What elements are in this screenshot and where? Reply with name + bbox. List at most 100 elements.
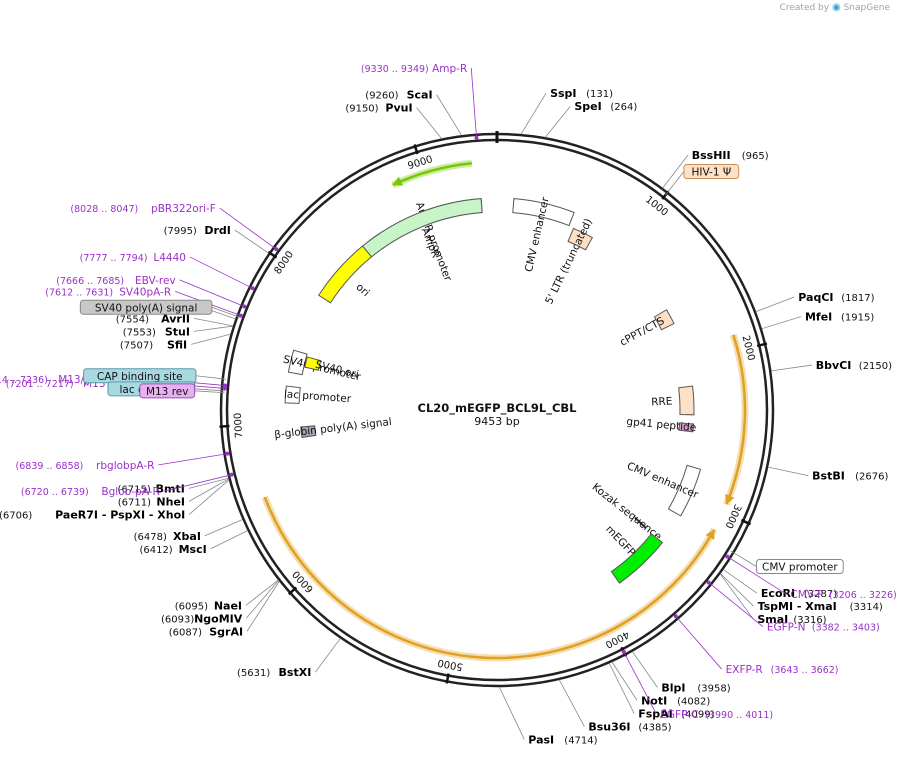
primer-range-amp-r: (9330 .. 9349) [361,64,429,75]
enzyme-site-scai[interactable]: ScaI(9260) [365,89,462,136]
primer-cmv-f[interactable]: CMV-F(3206 .. 3226) [725,554,897,602]
boxed-label-m13-rev[interactable]: M13 rev [139,383,225,399]
boxed-label-text-cmv-promoter: CMV promoter [762,562,838,574]
primer-l4440[interactable]: L4440(7777 .. 7794) [80,252,255,291]
feature-globin-poly-a-signal[interactable]: β-globin poly(A) signal [274,416,393,441]
enzyme-name-naei: NaeI [214,599,242,612]
enzyme-pos-ecori: (3287) [804,589,837,600]
feature-arc-2 [263,496,716,660]
enzyme-site-drdi[interactable]: DrdI(7995) [164,224,269,254]
primer-ebv-rev[interactable]: EBV-rev(7666 .. 7685) [56,275,247,309]
enzyme-site-bsshii[interactable]: BssHII(965) [662,149,769,189]
feature-sv40-ori[interactable]: SV40 ori [304,356,360,381]
enzyme-site-bmti[interactable]: BmtI(6715) [118,477,229,495]
boxed-label-cap-binding-site[interactable]: CAP binding site [83,368,226,384]
enzyme-site-smai[interactable]: SmaI(3316) [719,573,827,626]
enzyme-site-stui[interactable]: StuI(7553) [123,325,234,338]
feature-cppt-cts[interactable]: cPPT/CTS [618,309,675,349]
enzyme-leader-sgrai [246,581,280,632]
primer-range-egfp-n: (3382 .. 3403) [812,623,880,634]
enzyme-pos-ngomiv: (6093) [161,614,194,625]
enzyme-site-blpi[interactable]: BlpI(3958) [632,651,731,695]
enzyme-name-blpi: BlpI [661,681,685,694]
tick-label-7000: 7000 [233,412,245,438]
enzyme-site-sfii[interactable]: SfiI(7507) [120,333,231,351]
enzyme-pos-xbai: (6478) [134,532,167,543]
feature-ori[interactable]: ori [318,245,373,304]
enzyme-site-ecori[interactable]: EcoRI(3287) [723,569,837,601]
boxed-label-box-cmv-promoter [755,559,844,575]
feature-arc-halo-0 [391,159,473,189]
enzyme-leader-fspai [608,663,635,714]
primer-name-amp-r: Amp-R [432,63,467,75]
enzyme-site-paer7i-pspxi-xhoi[interactable]: PaeR7I - PspXI - XhoI(6706) [0,479,230,522]
enzyme-leader-smai [719,573,754,620]
enzyme-site-paqci[interactable]: PaqCI(1817) [755,291,875,312]
plasmid-name: CL20_mEGFP_BCL9L_CBL [418,401,578,416]
primer-egfp-c[interactable]: EGFP-C(3990 .. 4011) [621,649,773,721]
enzyme-name-sspi: SspI [550,87,576,100]
enzyme-site-pasi[interactable]: PasI (4714) [498,686,598,746]
enzyme-site-tspmi-xmai[interactable]: TspMI - XmaI(3314) [720,573,883,614]
primer-leader-l4440 [189,256,255,290]
enzyme-site-sgrai[interactable]: SgrAI(6087) [169,581,280,638]
enzyme-pos-naei: (6095) [175,601,208,612]
enzyme-site-bsu36i[interactable]: Bsu36I(4385) [558,679,672,734]
primer-egfp-n[interactable]: EGFP-N(3382 .. 3403) [706,580,880,634]
feature-cmv-enhancer[interactable]: CMV enhancer [625,460,702,517]
enzyme-pos-bsshii: (965) [742,151,769,162]
feature-label-lac-promoter: lac promoter [284,388,353,405]
enzyme-leader-sspi [520,92,547,135]
snapgene-name: SnapGene [843,3,890,13]
enzyme-pos-msci: (6412) [139,545,172,556]
primer-bglob-pa-r[interactable]: Bglob-pA-R(6720 .. 6739) [21,472,234,499]
enzyme-site-pvui[interactable]: PvuI(9150) [345,102,442,139]
feature-kozak-sequence[interactable]: Kozak sequence [590,481,664,543]
enzyme-pos-paer7i-pspxi-xhoi: (6706) [0,510,32,521]
enzyme-site-nhei[interactable]: NheI(6711) [118,478,229,508]
enzyme-pos-tspmi-xmai: (3314) [850,602,883,613]
enzyme-site-bstbi[interactable]: BstBI(2676) [767,466,889,483]
feature-gp41-peptide[interactable]: gp41 peptide [626,416,697,434]
enzyme-name-bbvci: BbvCI [816,359,852,372]
enzyme-site-ngomiv[interactable]: NgoMIV(6093) [161,580,279,625]
enzyme-leader-spei [545,105,571,138]
primer-marker-rbglobpa-r [225,451,230,456]
enzyme-site-spei[interactable]: SpeI(264) [545,100,637,138]
feature-5-ltr-truncated[interactable]: 5' LTR (truncated) [543,217,595,307]
boxed-label-leader-cap-binding-site [195,375,226,380]
feature-label-gp41-peptide: gp41 peptide [626,416,697,434]
boxed-label-cmv-promoter[interactable]: CMV promoter [730,550,844,575]
primer-rbglobpa-r[interactable]: rbglobpA-R(6839 .. 6858) [16,451,230,472]
enzyme-name-fspai: FspAI [638,707,673,720]
enzyme-site-bstxi[interactable]: BstXI(5631) [237,638,341,679]
primer-range-m13-puc-reverse: (7214 .. 7236) [0,375,48,386]
boxed-label-hiv-1[interactable]: HIV-1 Ψ [665,164,740,196]
enzyme-site-xbai[interactable]: XbaI(6478) [134,519,243,543]
enzyme-site-bbvci[interactable]: BbvCI(2150) [771,359,892,372]
enzyme-site-msci[interactable]: MscI(6412) [139,530,248,556]
primer-pbr322ori-f[interactable]: pBR322ori-F(8028 .. 8047) [70,203,279,252]
enzyme-leader-drdi [234,229,269,254]
primer-amp-r[interactable]: Amp-R(9330 .. 9349) [361,63,479,140]
primer-name-exfp-r: EXFP-R [726,664,763,676]
primer-marker-exfp-r [673,614,678,619]
feature-lac-promoter[interactable]: lac promoter [284,385,353,405]
enzyme-site-naei[interactable]: NaeI (6095) [175,579,279,612]
enzyme-site-fspai[interactable]: FspAI(4099) [608,663,715,720]
feature-label-megfp: mEGFP [603,523,637,558]
enzyme-site-mfei[interactable]: MfeI(1915) [761,311,875,330]
enzyme-pos-bmti: (6715) [118,484,151,495]
feature-rre[interactable]: RRE [651,385,695,416]
enzyme-pos-pasi: (4714) [564,735,597,746]
boxed-label-sv40-poly-a-signal[interactable]: SV40 poly(A) signal [79,299,241,318]
enzyme-pos-sgrai: (6087) [169,627,202,638]
enzyme-site-sspi[interactable]: SspI(131) [520,87,613,135]
primer-exfp-r[interactable]: EXFP-R(3643 .. 3662) [673,614,839,676]
enzyme-leader-blpi [632,651,658,688]
feature-shape-gp41-peptide [678,422,695,433]
enzyme-name-pasi: PasI [528,733,554,746]
enzyme-site-avrii[interactable]: AvrII(7554) [116,312,234,327]
